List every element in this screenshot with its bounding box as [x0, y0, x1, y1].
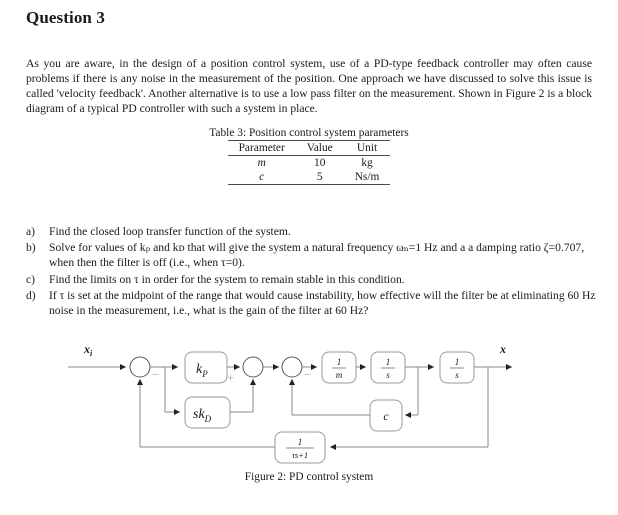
input-signal-label: xi [83, 342, 93, 358]
block-skd-label: skD [193, 407, 212, 424]
question-text: Solve for values of kₚ and kᴅ that will … [49, 241, 585, 270]
pd-control-block-diagram: − kP + skD − [68, 342, 512, 464]
junction-2-sign: + [227, 370, 234, 385]
cell-unit: kg [361, 157, 373, 169]
table-header-row: Parameter Value Unit [227, 140, 391, 156]
block-filter-numerator: 1 [298, 437, 303, 447]
junction-3-sign: − [304, 367, 311, 382]
figure-block-diagram: − kP + skD − [0, 335, 618, 515]
cell-parameter: c [227, 170, 296, 185]
question-item-b: b) Solve for values of kₚ and kᴅ that wi… [26, 240, 596, 270]
figure-caption: Figure 2: PD control system [244, 471, 374, 483]
block-integrator-1-numerator: 1 [386, 357, 391, 367]
question-marker: c) [26, 272, 36, 286]
table-row: c 5 Ns/m [227, 170, 391, 185]
col-parameter: Parameter [227, 140, 296, 156]
block-kp-label: kP [196, 362, 208, 379]
block-inverse-mass-numerator: 1 [337, 357, 342, 367]
question-marker: a) [26, 225, 36, 238]
question-marker: d) [26, 288, 36, 302]
cell-unit: Ns/m [343, 170, 391, 185]
block-inverse-mass-denominator: m [336, 370, 343, 380]
summing-junction-1 [129, 356, 151, 378]
question-text: If τ is set at the midpoint of the range… [49, 288, 596, 318]
question-item-a: a) Find the closed loop transfer functio… [26, 224, 596, 239]
question-item-c: c) Find the limits on τ in order for the… [26, 272, 596, 287]
col-value: Value [295, 140, 344, 156]
question-marker: b) [26, 241, 36, 255]
summing-junction-3 [281, 356, 303, 378]
block-integrator-1-denominator: s [386, 370, 390, 380]
question-text: Find the limits on τ in order for the sy… [49, 272, 405, 286]
cell-value: 5 [295, 170, 344, 185]
page-title: Question 3 [26, 8, 105, 27]
col-unit: Unit [343, 140, 391, 156]
parameters-table: Parameter Value Unit m 10 kg c 5 Ns/m [227, 140, 391, 185]
summing-junction-2 [242, 356, 264, 378]
intro-paragraph: As you are aware, in the design of a pos… [26, 56, 592, 115]
table-caption: Table 3: Position control system paramet… [209, 127, 409, 139]
block-integrator-2-numerator: 1 [455, 357, 460, 367]
question-list: a) Find the closed loop transfer functio… [26, 224, 596, 319]
parameters-table-block: Table 3: Position control system paramet… [0, 127, 618, 185]
cell-parameter: m [257, 157, 266, 169]
block-filter-denominator: τs+1 [292, 450, 308, 460]
cell-value: 10 [314, 157, 326, 169]
block-damping-c-label: c [383, 409, 389, 423]
question-item-d: d) If τ is set at the midpoint of the ra… [26, 288, 596, 318]
table-row: m 10 kg [228, 156, 391, 171]
junction-1-sign: − [152, 367, 159, 382]
block-integrator-2-denominator: s [455, 370, 459, 380]
output-signal-label: x [499, 342, 506, 356]
question-text: Find the closed loop transfer function o… [49, 225, 291, 238]
